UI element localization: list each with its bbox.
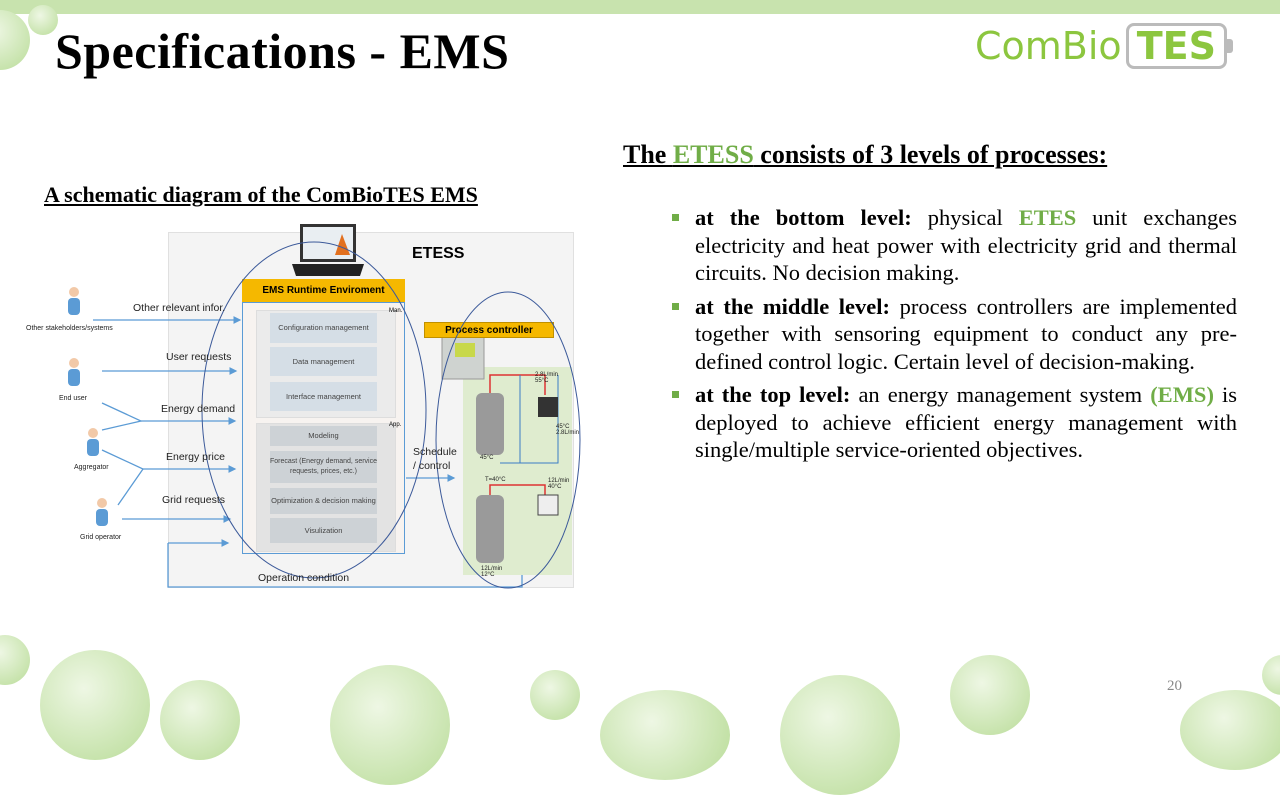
page-number: 20 bbox=[1167, 678, 1182, 694]
decor-bubble bbox=[28, 5, 58, 35]
flow-label: Other relevant infor. bbox=[133, 302, 226, 314]
actor-label: Other stakeholders/systems bbox=[26, 325, 113, 332]
decor-bubble bbox=[530, 670, 580, 720]
decor-bubble bbox=[600, 690, 730, 780]
level-text: is deployed to achieve efficient energy … bbox=[695, 382, 1238, 462]
list-item: at the bottom level: physical ETES unit … bbox=[668, 204, 1237, 287]
temp-label: 2.8L/min 55°C bbox=[535, 372, 559, 384]
logo-battery-text: TES bbox=[1125, 23, 1234, 69]
heading-accent: ETESS bbox=[672, 140, 754, 169]
ems-runtime-header: EMS Runtime Enviroment bbox=[242, 279, 405, 302]
app-tag: App. bbox=[389, 422, 402, 428]
flow-label: Energy price bbox=[166, 451, 225, 463]
decor-bubble bbox=[1262, 655, 1280, 695]
level-accent: ETES bbox=[1018, 205, 1077, 230]
operation-condition-label: Operation condition bbox=[258, 572, 350, 584]
temp-label: 45°C 2.8L/min bbox=[556, 424, 580, 436]
person-icon bbox=[68, 358, 80, 386]
temp-label: 12L/min 40°C bbox=[548, 478, 570, 490]
level-title: at the top level: bbox=[695, 382, 851, 407]
person-icon bbox=[87, 428, 99, 456]
modeling-block: Modeling bbox=[270, 426, 377, 446]
temp-label: T=40°C bbox=[485, 477, 506, 483]
person-icon bbox=[68, 287, 80, 315]
heading-text: consists of 3 levels of processes: bbox=[753, 140, 1108, 169]
process-controller-header: Process controller bbox=[424, 322, 554, 338]
decor-bubble bbox=[0, 635, 30, 685]
interface-management-block: Interface management bbox=[270, 382, 377, 411]
decor-bubble bbox=[1180, 690, 1280, 770]
combiotes-logo: ComBio TES bbox=[975, 22, 1263, 70]
flow-label: Energy demand bbox=[161, 403, 236, 415]
decor-bubble bbox=[160, 680, 240, 760]
temp-label: 45°C bbox=[480, 455, 494, 461]
forecast-block: Forecast (Energy demand, service request… bbox=[270, 451, 377, 483]
flow-label: Grid requests bbox=[162, 494, 226, 506]
heading-text: The bbox=[623, 140, 673, 169]
level-title: at the bottom level: bbox=[695, 205, 912, 230]
actor-label: End user bbox=[59, 395, 88, 402]
level-title: at the middle level: bbox=[695, 293, 890, 319]
visualization-block: Visulization bbox=[270, 518, 377, 543]
top-band bbox=[0, 0, 1280, 14]
logo-text: ComBio bbox=[975, 24, 1122, 68]
level-text: physical bbox=[911, 205, 1019, 230]
config-management-block: Configuration management bbox=[270, 313, 377, 343]
diagram-caption: A schematic diagram of the ComBioTES EMS bbox=[44, 182, 478, 207]
level-text: an energy management system bbox=[850, 382, 1151, 407]
actor-label: Grid operator bbox=[80, 534, 122, 541]
thermal-circuit-graphic bbox=[441, 336, 559, 563]
level-accent: (EMS) bbox=[1150, 382, 1214, 407]
decor-bubble bbox=[330, 665, 450, 785]
level-text: process controllers are implemented toge… bbox=[695, 293, 1237, 374]
person-icon bbox=[96, 498, 108, 526]
data-management-block: Data management bbox=[270, 347, 377, 376]
decor-bubble bbox=[780, 675, 900, 795]
schedule-control-label: Schedule / control bbox=[413, 446, 457, 472]
levels-list: at the bottom level: physical ETES unit … bbox=[668, 204, 1237, 470]
diagram-arrows bbox=[93, 241, 581, 589]
decor-bubble bbox=[950, 655, 1030, 735]
optimization-block: Optimization & decision making bbox=[270, 488, 377, 514]
flow-label: User requests bbox=[166, 351, 232, 363]
list-item: at the middle level: process controllers… bbox=[668, 293, 1237, 376]
decor-bubble bbox=[40, 650, 150, 760]
level-text: unit exchanges electricity and heat powe… bbox=[695, 205, 1237, 285]
slide-title: Specifications - EMS bbox=[55, 23, 510, 79]
man-tag: Man. bbox=[389, 308, 403, 314]
etess-label: ETESS bbox=[412, 245, 465, 262]
list-item: at the top level: an energy management s… bbox=[668, 381, 1237, 464]
actor-label: Aggregator bbox=[74, 464, 109, 471]
temp-label: 12L/min 12°C bbox=[481, 566, 503, 578]
levels-heading: The ETESS consists of 3 levels of proces… bbox=[623, 140, 1107, 170]
